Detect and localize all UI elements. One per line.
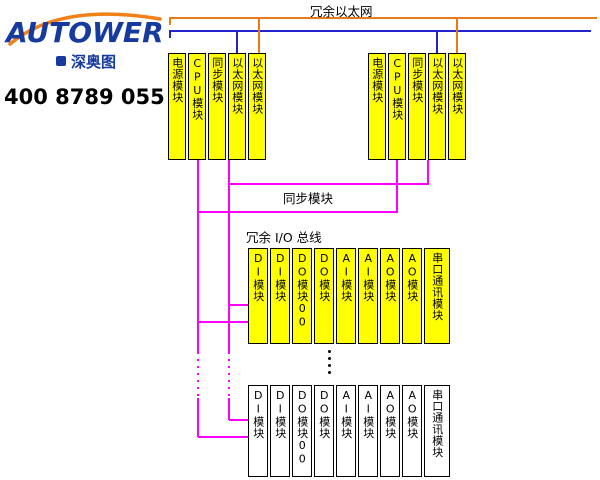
module-label: AI模块 <box>339 389 353 439</box>
module-label: 串口通讯模块 <box>430 252 444 321</box>
dot <box>328 350 331 353</box>
brand-name-cn: 深奥图 <box>71 53 117 71</box>
module-ethernet-a: 以太网模块 <box>228 53 246 160</box>
phone-number: 400 8789 055 <box>4 85 165 109</box>
dot <box>328 371 331 374</box>
module-label: 电源模块 <box>370 57 384 103</box>
logo-swoosh-icon <box>8 12 162 46</box>
module-serial: 串口通讯模块 <box>424 385 450 477</box>
module-label: CPU模块 <box>390 57 404 121</box>
module-di-1: DI模块 <box>248 248 268 344</box>
module-do-2: DO模块 <box>314 248 334 344</box>
io-rack-top: DI模块 DI模块 DO模块00 DO模块 AI模块 AI模块 AO模块 AO模… <box>248 248 450 344</box>
dot <box>328 364 331 367</box>
brand-name: AUTOWER <box>6 16 164 49</box>
module-ai-2: AI模块 <box>358 248 378 344</box>
module-label: 电源模块 <box>170 57 184 103</box>
module-do-1: DO模块00 <box>292 385 312 477</box>
module-ai-2: AI模块 <box>358 385 378 477</box>
module-label: DI模块 <box>273 389 287 439</box>
module-label: DO模块 <box>317 389 331 439</box>
module-label: DO模块 <box>317 252 331 302</box>
module-label: AO模块 <box>405 252 419 302</box>
module-ao-2: AO模块 <box>402 385 422 477</box>
module-label: AI模块 <box>361 389 375 439</box>
module-label: AO模块 <box>383 252 397 302</box>
module-power: 电源模块 <box>168 53 186 160</box>
module-ai-1: AI模块 <box>336 248 356 344</box>
module-di-1: DI模块 <box>248 385 268 477</box>
label-sync-link: 同步模块 <box>283 191 334 206</box>
module-label: CPU模块 <box>190 57 204 121</box>
module-label: 以太网模块 <box>430 57 444 115</box>
continuation-dots <box>328 350 331 374</box>
module-sync: 同步模块 <box>208 53 226 160</box>
module-di-2: DI模块 <box>270 248 290 344</box>
io-rack-bottom: DI模块 DI模块 DO模块00 DO模块 AI模块 AI模块 AO模块 AO模… <box>248 385 450 477</box>
module-label: 同步模块 <box>210 57 224 103</box>
module-label: AO模块 <box>383 389 397 439</box>
module-do-1: DO模块00 <box>292 248 312 344</box>
module-label: AI模块 <box>339 252 353 302</box>
label-io-bus: 冗余 I/O 总线 <box>246 230 322 245</box>
module-ao-1: AO模块 <box>380 385 400 477</box>
module-ethernet-b: 以太网模块 <box>448 53 466 160</box>
module-label: AO模块 <box>405 389 419 439</box>
module-label: 以太网模块 <box>250 57 264 115</box>
brand-mark-icon <box>56 56 66 66</box>
module-label: DO模块00 <box>295 252 309 329</box>
module-power: 电源模块 <box>368 53 386 160</box>
module-ao-2: AO模块 <box>402 248 422 344</box>
module-cpu: CPU模块 <box>388 53 406 160</box>
module-label: DI模块 <box>251 252 265 302</box>
module-cpu: CPU模块 <box>188 53 206 160</box>
module-di-2: DI模块 <box>270 385 290 477</box>
module-do-2: DO模块 <box>314 385 334 477</box>
module-sync: 同步模块 <box>408 53 426 160</box>
module-serial: 串口通讯模块 <box>424 248 450 344</box>
module-ao-1: AO模块 <box>380 248 400 344</box>
module-ethernet-a: 以太网模块 <box>428 53 446 160</box>
module-label: 同步模块 <box>410 57 424 103</box>
ethernet-line-b <box>169 30 591 38</box>
module-label: DI模块 <box>251 389 265 439</box>
module-label: 以太网模块 <box>230 57 244 115</box>
module-label: 以太网模块 <box>450 57 464 115</box>
ethernet-line-a <box>169 17 597 25</box>
dot <box>328 357 331 360</box>
module-ai-1: AI模块 <box>336 385 356 477</box>
module-label: 串口通讯模块 <box>430 389 444 458</box>
label-redundant-ethernet: 冗余以太网 <box>310 4 373 19</box>
controller-rack-left: 电源模块 CPU模块 同步模块 以太网模块 以太网模块 <box>168 53 266 160</box>
controller-rack-right: 电源模块 CPU模块 同步模块 以太网模块 以太网模块 <box>368 53 466 160</box>
module-ethernet-b: 以太网模块 <box>248 53 266 160</box>
module-label: AI模块 <box>361 252 375 302</box>
module-label: DI模块 <box>273 252 287 302</box>
sync-link-b <box>229 160 429 185</box>
module-label: DO模块00 <box>295 389 309 466</box>
